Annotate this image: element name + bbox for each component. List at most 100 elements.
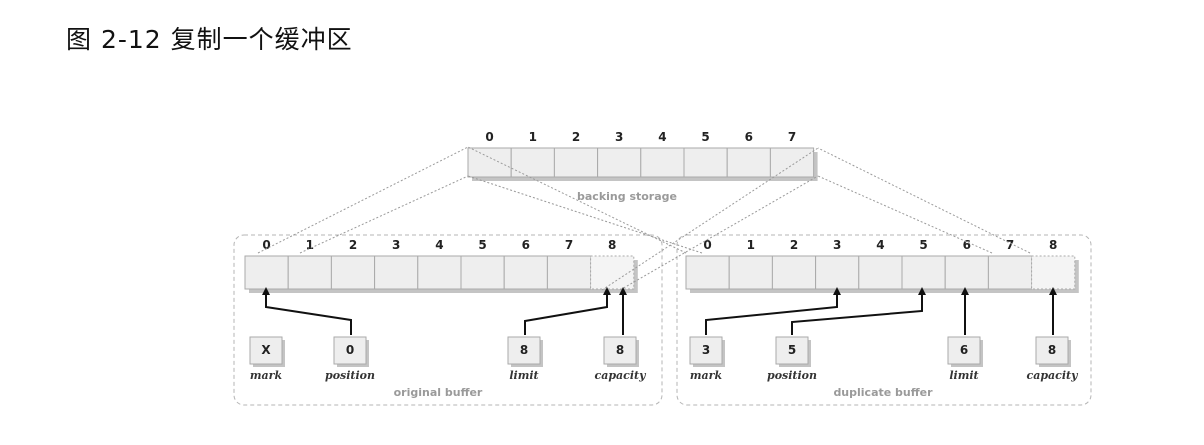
cell-index-label: 7 — [1006, 238, 1014, 252]
cell-index-label: 8 — [1049, 238, 1057, 252]
cell-index-label: 3 — [392, 238, 400, 252]
cell-index-label: 7 — [565, 238, 573, 252]
orig-capacity-to-storage-end — [601, 147, 819, 291]
marker-label: mark — [690, 369, 723, 382]
dup-index7-to-storage-end — [817, 147, 1031, 254]
array-cell — [815, 255, 860, 290]
marker-value: 8 — [616, 343, 624, 357]
marker-box — [507, 336, 541, 365]
duplicate-buffer-arrows — [705, 287, 1057, 335]
array-cell — [460, 255, 505, 290]
cell-index-label: 2 — [349, 238, 357, 252]
cell-index-label: 6 — [522, 238, 530, 252]
cell-index-label: 7 — [788, 130, 796, 144]
duplicate-buffer-boundary — [676, 234, 1092, 406]
cell-index-label: 1 — [306, 238, 314, 252]
figure-caption: 图 2-12 复制一个缓冲区 — [66, 25, 353, 54]
cell-index-label: 0 — [703, 238, 711, 252]
cell-index-label: 0 — [262, 238, 270, 252]
mapping-lines — [257, 146, 1031, 291]
marker-value: X — [261, 343, 271, 357]
marker-label: limit — [949, 369, 978, 382]
marker-label: capacity — [1027, 369, 1080, 382]
limit-arrow-original — [524, 287, 611, 335]
position-arrow-original — [262, 287, 352, 335]
cell-index-label: 6 — [745, 130, 753, 144]
marker-box — [775, 336, 809, 365]
marker-box — [689, 336, 723, 365]
orig-index1-to-storage-start — [299, 175, 469, 254]
backing-storage-label: backing storage — [577, 190, 677, 203]
array-cell — [374, 255, 419, 290]
array-cell — [771, 255, 817, 290]
cell-index-label: 8 — [608, 238, 616, 252]
mark-arrow-duplicate — [705, 287, 841, 335]
array-cell — [244, 255, 289, 290]
marker-value: 3 — [702, 343, 710, 357]
dup-start-to-storage-start-2 — [467, 175, 703, 254]
array-cell — [467, 147, 512, 178]
backing-storage-array: 0 1 2 3 4 5 6 7 — [467, 130, 818, 181]
array-cell — [287, 255, 332, 290]
original-buffer-arrows — [262, 287, 627, 335]
array-cell — [640, 147, 685, 178]
marker-value: 0 — [346, 343, 354, 357]
cell-index-label: 2 — [572, 130, 580, 144]
array-cell — [987, 255, 1033, 290]
cell-index-label: 4 — [876, 238, 884, 252]
duplicate-buffer-array: 0 1 2 3 4 5 6 7 8 — [685, 238, 1079, 293]
array-cell — [1031, 255, 1076, 290]
marker-value: 5 — [788, 343, 796, 357]
marker-box — [1035, 336, 1069, 365]
array-cell — [944, 255, 989, 290]
array-cell — [330, 255, 376, 290]
cell-index-label: 1 — [747, 238, 755, 252]
cell-index-label: 4 — [658, 130, 666, 144]
array-cell — [417, 255, 462, 290]
array-cell — [858, 255, 903, 290]
array-cell — [728, 255, 773, 290]
marker-label: position — [767, 369, 817, 382]
marker-value: 8 — [1048, 343, 1056, 357]
position-arrow-duplicate — [791, 287, 926, 335]
marker-value: 8 — [520, 343, 528, 357]
cell-index-label: 1 — [529, 130, 537, 144]
duplicate-buffer-label: duplicate buffer — [833, 386, 933, 399]
marker-box — [947, 336, 981, 365]
cell-index-label: 3 — [615, 130, 623, 144]
marker-label: position — [325, 369, 375, 382]
cell-index-label: 3 — [833, 238, 841, 252]
cell-index-label: 2 — [790, 238, 798, 252]
array-cell — [597, 147, 642, 178]
cell-index-label: 4 — [435, 238, 443, 252]
array-cell — [901, 255, 946, 290]
dup-start-to-storage-start — [467, 146, 687, 254]
array-cell — [769, 147, 815, 178]
marker-value: 6 — [960, 343, 968, 357]
array-cell — [510, 147, 555, 178]
array-cell — [503, 255, 548, 290]
marker-box — [333, 336, 367, 365]
marker-label: mark — [250, 369, 283, 382]
array-cell — [553, 147, 599, 178]
array-cell — [546, 255, 592, 290]
orig-start-to-storage-start — [257, 146, 469, 254]
duplicate-buffer-markers: 3 mark 5 position 6 limit 8 capacity — [689, 336, 1080, 382]
marker-box — [603, 336, 637, 365]
marker-label: capacity — [595, 369, 648, 382]
cell-index-label: 0 — [485, 130, 493, 144]
array-cell — [590, 255, 635, 290]
marker-label: limit — [509, 369, 538, 382]
cell-index-label: 5 — [919, 238, 927, 252]
array-cell — [726, 147, 771, 178]
original-buffer-label: original buffer — [394, 386, 483, 399]
original-buffer-boundary — [233, 234, 663, 406]
cell-index-label: 6 — [963, 238, 971, 252]
cell-index-label: 5 — [701, 130, 709, 144]
dup-index6-to-storage-end — [817, 175, 993, 254]
marker-box — [249, 336, 283, 365]
array-cell — [683, 147, 728, 178]
